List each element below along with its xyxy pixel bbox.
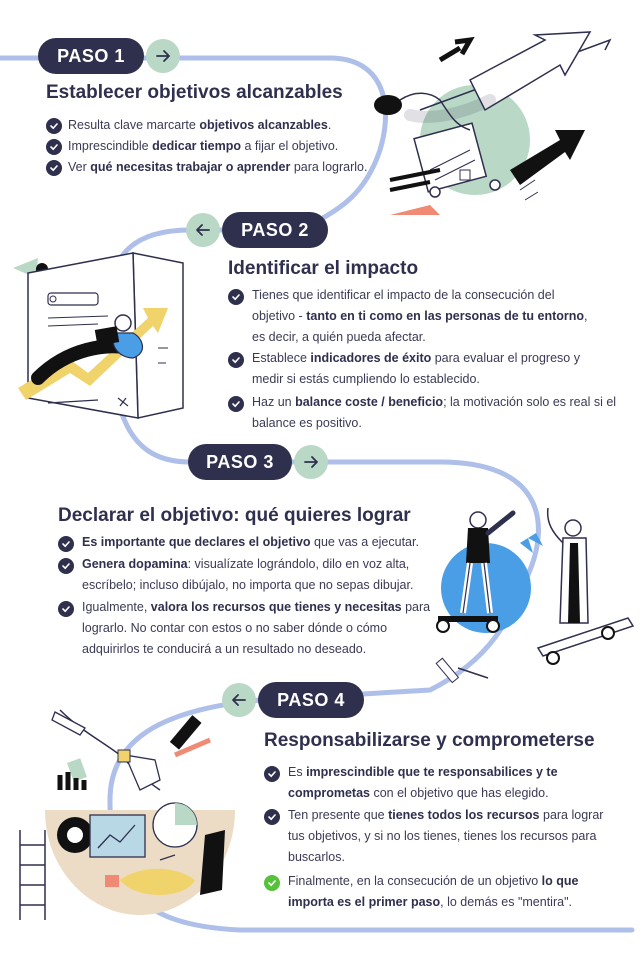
check-circle-icon	[228, 352, 244, 368]
check-circle-icon	[46, 139, 62, 155]
step-3-item-1: Es importante que declares el objetivo q…	[82, 535, 419, 549]
step-2-item-2: Establece indicadores de éxito para eval…	[252, 351, 580, 386]
arrow-left-icon	[196, 224, 210, 236]
step-2-back-button[interactable]	[186, 213, 220, 247]
check-circle-icon	[58, 558, 74, 574]
check-circle-icon	[228, 289, 244, 305]
step-1-next-button[interactable]	[146, 39, 180, 73]
arrow-right-icon	[156, 50, 170, 62]
step-3-item-3: Igualmente, valora los recursos que tien…	[82, 600, 431, 656]
check-circle-icon	[264, 809, 280, 825]
impact-document-illustration	[13, 252, 184, 419]
step-3-label: PASO 3	[206, 452, 274, 472]
goal-rocket-illustration	[374, 31, 612, 215]
step-1-item-2: Imprescindible dedicar tiempo a fijar el…	[68, 139, 339, 153]
check-circle-icon	[228, 396, 244, 412]
step-3-next-button[interactable]	[294, 445, 328, 479]
declare-highfive-illustration	[435, 507, 635, 684]
commitment-dive-illustration	[19, 709, 235, 920]
step-3-title: Declarar el objetivo: qué quieres lograr	[58, 505, 411, 526]
step-4-label: PASO 4	[277, 690, 345, 710]
check-circle-icon	[46, 160, 62, 176]
step-3-pill: PASO 3	[188, 444, 292, 480]
check-circle-icon	[264, 766, 280, 782]
step-4-back-button[interactable]	[222, 683, 256, 717]
check-circle-icon	[46, 118, 62, 134]
step-2-pill: PASO 2	[222, 212, 328, 248]
step-3-item-2: Genera dopamina: visualízate lográndolo,…	[82, 557, 414, 592]
step-1-pill: PASO 1	[38, 38, 144, 74]
step-4-item-3: Finalmente, en la consecución de un obje…	[288, 874, 579, 909]
check-circle-icon	[58, 601, 74, 617]
check-circle-icon	[264, 875, 280, 891]
step-4-title: Responsabilizarse y comprometerse	[264, 730, 595, 751]
check-circle-icon	[58, 536, 74, 552]
step-4-item-1: Es imprescindible que te responsabilices…	[288, 765, 558, 800]
step-2-item-1: Tienes que identificar el impacto de la …	[252, 288, 588, 344]
step-4-item-2: Ten presente que tienes todos los recurs…	[288, 808, 604, 864]
step-1-item-3: Ver qué necesitas trabajar o aprender pa…	[68, 160, 368, 174]
step-1-item-1: Resulta clave marcarte objetivos alcanza…	[68, 118, 332, 132]
step-1-label: PASO 1	[57, 46, 125, 66]
step-2-item-3: Haz un balance coste / beneficio; la mot…	[252, 395, 617, 430]
step-2-label: PASO 2	[241, 220, 309, 240]
step-1-title: Establecer objetivos alcanzables	[46, 82, 343, 103]
arrow-left-icon	[232, 694, 246, 706]
step-4-pill: PASO 4	[258, 682, 364, 718]
arrow-right-icon	[304, 456, 318, 468]
step-2-title: Identificar el impacto	[228, 258, 419, 279]
